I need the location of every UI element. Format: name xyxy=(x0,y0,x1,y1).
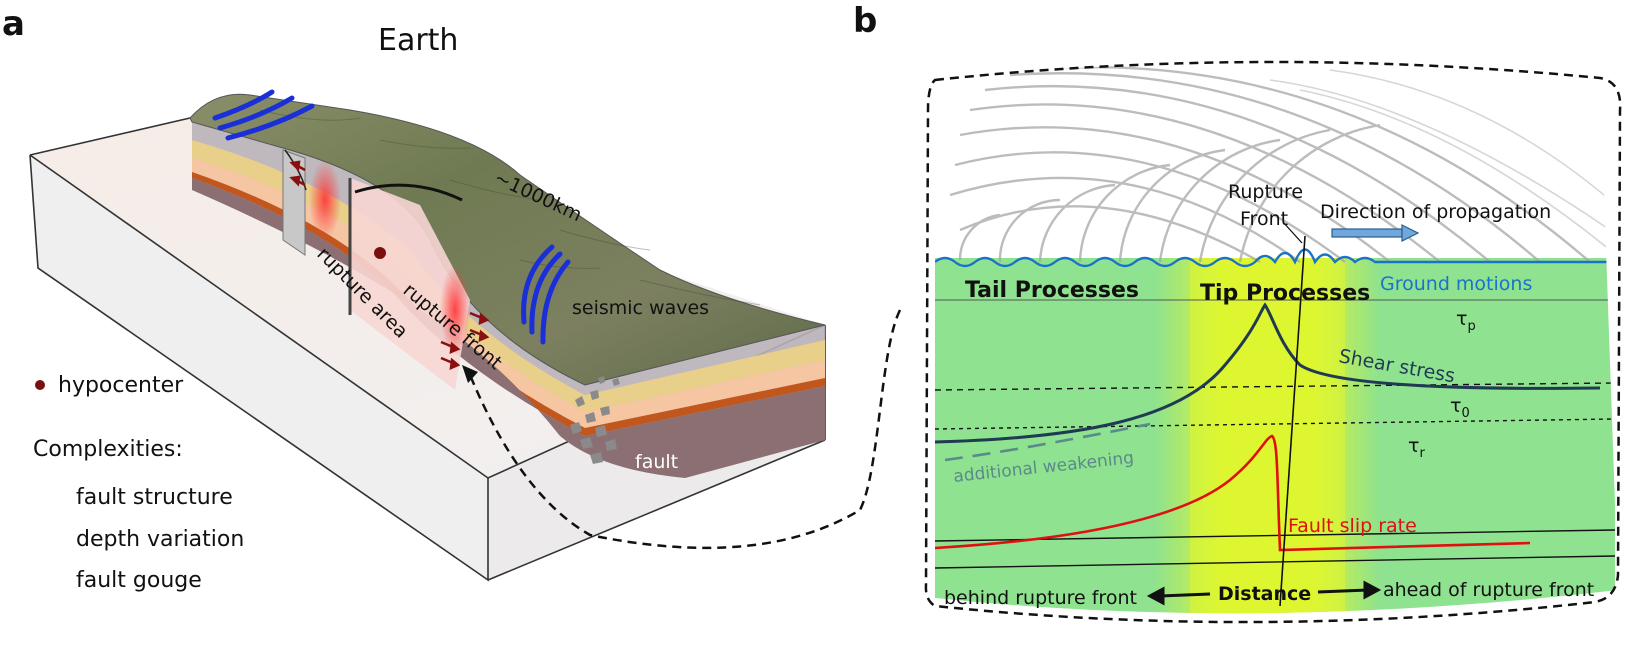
panel-b-label: b xyxy=(853,1,877,41)
tip-zone-core xyxy=(1190,258,1345,614)
hypocenter-dot xyxy=(374,247,386,259)
legend-hypocenter: hypocenter xyxy=(58,373,184,398)
wavefronts-faint xyxy=(1269,69,1611,251)
rupture-front-pointer xyxy=(1282,221,1303,244)
legend-complexity-3: fault gouge xyxy=(76,568,202,593)
tau-p-symbol: τp xyxy=(1456,308,1476,334)
direction-label: Direction of propagation xyxy=(1320,201,1551,223)
rupture-glow-1 xyxy=(309,160,341,240)
slip-baseline xyxy=(935,529,1616,542)
ground-motion-curve xyxy=(935,248,1615,268)
slip-arrows xyxy=(289,160,490,371)
terrain-texture xyxy=(259,109,761,306)
rupture-front-label-line1: Rupture xyxy=(1228,181,1303,203)
rupture-area-plane xyxy=(350,178,470,390)
weakening-curve xyxy=(944,422,1151,462)
seismic-waves-top xyxy=(212,89,315,141)
legend-complexities-title: Complexities: xyxy=(33,437,183,462)
legend-complexity-1: fault structure xyxy=(76,485,233,510)
tau-0-line xyxy=(935,382,1616,391)
legend-hypocenter-marker xyxy=(35,380,45,390)
slip-rate-curve xyxy=(935,434,1531,552)
rupture-front-label-line2: Front xyxy=(1240,208,1288,230)
legend: hypocenter Complexities: fault structure… xyxy=(33,373,244,593)
panel-b: b xyxy=(853,1,1622,624)
tau-0-symbol: τ0 xyxy=(1450,395,1470,421)
legend-complexity-2: depth variation xyxy=(76,527,244,552)
axis-arrows xyxy=(1146,580,1382,606)
direction-arrow xyxy=(1331,224,1420,242)
tip-processes-label: Tip Processes xyxy=(1200,281,1370,306)
tau-r-symbol: τr xyxy=(1408,435,1425,461)
tau-r-line xyxy=(935,418,1616,430)
rupture-glow-2 xyxy=(440,265,470,355)
ground-motions-label: Ground motions xyxy=(1380,273,1532,295)
panel-a-label: a xyxy=(2,4,25,44)
distance-axis-line xyxy=(935,555,1616,569)
wavefronts xyxy=(949,66,1591,264)
seismic-waves-label: seismic waves xyxy=(572,297,709,319)
seismic-waves-right xyxy=(521,244,571,345)
slip-rate-label: Fault slip rate xyxy=(1288,515,1417,537)
zoom-arrow-head xyxy=(462,365,478,383)
zoom-connector xyxy=(468,309,902,550)
axis-center-label: Distance xyxy=(1218,583,1311,605)
axis-left-label: behind rupture front xyxy=(944,587,1137,609)
panel-a-title: Earth xyxy=(378,23,458,58)
zoom-frame xyxy=(924,60,1622,624)
shear-stress-curve xyxy=(935,302,1601,444)
fault-gouge-particles xyxy=(570,376,620,464)
surface-rupture-trace xyxy=(354,183,463,202)
panel-a: a Earth xyxy=(2,4,902,593)
rupture-front-line xyxy=(1279,235,1306,607)
fault-label: fault xyxy=(635,451,678,473)
axis-right-label: ahead of rupture front xyxy=(1383,579,1594,601)
tail-processes-label: Tail Processes xyxy=(965,278,1139,303)
